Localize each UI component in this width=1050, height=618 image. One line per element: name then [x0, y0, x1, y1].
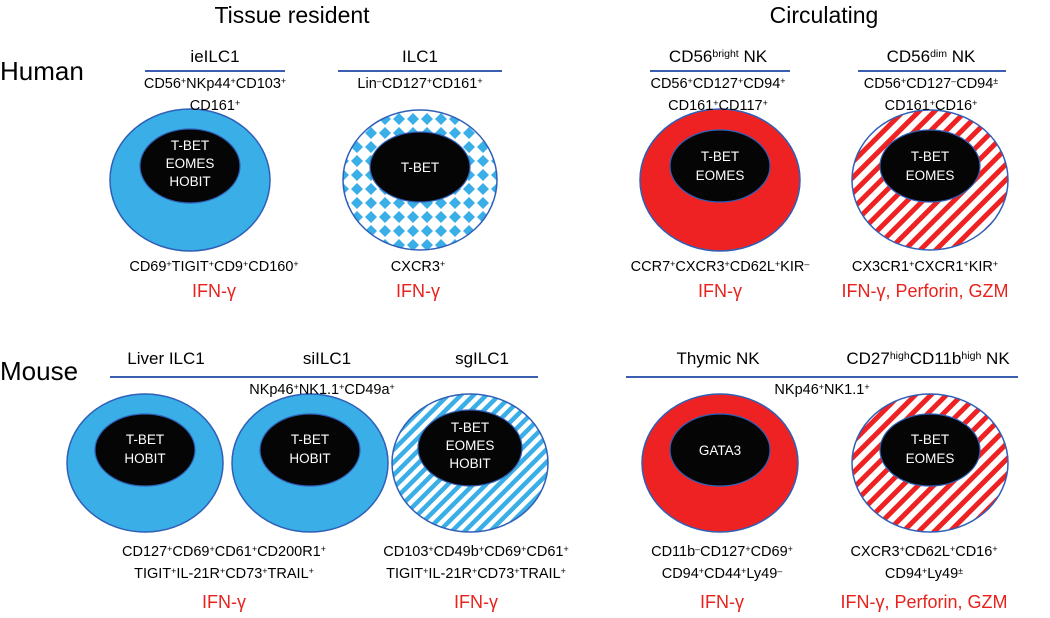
- liver-ilc1-nucleus: [94, 413, 196, 487]
- ilc1-rule: [338, 70, 502, 72]
- cd27-cd11b-nk-markers-line-2: CD94+Ly49±: [884, 565, 964, 582]
- ilc1-nucleus: [369, 131, 471, 203]
- cd56-dim-rule: [858, 70, 1006, 72]
- cd56-bright-nucleus: [669, 129, 771, 203]
- liver-ilc1-tf-2: HOBIT: [124, 451, 165, 466]
- cd27-cd11b-nk-nucleus: [879, 413, 981, 487]
- cd56-bright-tf-2: EOMES: [696, 168, 745, 183]
- cd56-bright-effector: IFN-γ: [698, 281, 742, 301]
- cd56-bright-surface-markers: CD56+CD127+CD94+: [650, 75, 786, 92]
- sgilc1-tf-3: HOBIT: [449, 456, 490, 471]
- siilc1-tf-2: HOBIT: [289, 451, 330, 466]
- sgilc1-effector: IFN-γ: [454, 592, 498, 612]
- cd27-cd11b-nk-effector: IFN-γ, Perforin, GZM: [840, 592, 1008, 612]
- tissue-resident-header: Tissue resident: [214, 2, 370, 28]
- cd56-bright-rule: [650, 70, 790, 72]
- liver-si-markers-line-2: TIGIT+IL-21R+CD73+TRAIL+: [134, 565, 314, 582]
- ilc1-tf-1: T-BET: [401, 160, 439, 175]
- mouse-nk-rule: [626, 376, 1018, 378]
- cd56-dim-title: CD56dim NK: [886, 47, 976, 66]
- ieilc1-title: ieILC1: [190, 47, 240, 66]
- sgilc1-title: sgILC1: [455, 349, 509, 368]
- sgilc1-markers-line-1: CD103+CD49b+CD69+CD61+: [383, 543, 569, 560]
- cd56-dim-tf-1: T-BET: [911, 149, 949, 164]
- ieilc1-rule: [145, 70, 285, 72]
- ilc1-title: ILC1: [402, 47, 438, 66]
- ieilc1-effector: IFN-γ: [192, 281, 236, 301]
- cd27-cd11b-nk-tf-2: EOMES: [906, 451, 955, 466]
- thymic-nk-markers-line-2: CD94+CD44+Ly49–: [661, 565, 783, 582]
- cd27-cd11b-nk-title: CD27highCD11bhigh NK: [846, 349, 1010, 368]
- thymic-nk-markers-line-1: CD11b–CD127+CD69+: [651, 543, 793, 560]
- cd56-dim-surface-markers: CD56+CD127–CD94±: [863, 75, 999, 92]
- cd56-bright-title: CD56bright NK: [668, 47, 768, 66]
- cd56-bright-tf-1: T-BET: [701, 149, 739, 164]
- ieilc1-surface-markers-2: CD161+: [189, 97, 241, 114]
- sgilc1-markers-line-2: TIGIT+IL-21R+CD73+TRAIL+: [386, 565, 566, 582]
- cd56-dim-effector: IFN-γ, Perforin, GZM: [841, 281, 1009, 301]
- thymic-nk-title: Thymic NK: [676, 349, 760, 368]
- ieilc1-surface-markers: CD56+NKp44+CD103+: [143, 75, 287, 92]
- sgilc1-nucleus: [417, 409, 523, 487]
- ieilc1-tf-1: T-BET: [171, 138, 209, 153]
- sgilc1-tf-1: T-BET: [451, 420, 489, 435]
- mouse-ilc1-rule: [110, 376, 538, 378]
- circulating-header: Circulating: [769, 2, 879, 28]
- cd56-bright-surface-markers-2: CD161+CD117+: [668, 97, 768, 114]
- ilc1-secondary-markers: CXCR3+: [390, 258, 446, 275]
- cd27-cd11b-nk-tf-1: T-BET: [911, 432, 949, 447]
- thymic-nk-effector: IFN-γ: [700, 592, 744, 612]
- ilc1-surface-markers: Lin–CD127+CD161+: [357, 75, 483, 92]
- cd56-dim-secondary-markers: CX3CR1+CXCR1+KIR+: [851, 258, 999, 275]
- ilc1-effector: IFN-γ: [396, 281, 440, 301]
- ieilc1-tf-3: HOBIT: [169, 174, 210, 189]
- cd56-dim-tf-2: EOMES: [906, 168, 955, 183]
- mouse-nk-shared-markers: NKp46+NK1.1+: [774, 381, 870, 398]
- sgilc1-tf-2: EOMES: [446, 438, 495, 453]
- liver-ilc1-title: Liver ILC1: [127, 349, 205, 368]
- ieilc1-tf-2: EOMES: [166, 156, 215, 171]
- mouse-ilc1-shared-markers: NKp46+NK1.1+CD49a+: [249, 381, 395, 398]
- thymic-nk-nucleus: [669, 413, 771, 487]
- liver-si-effector: IFN-γ: [202, 592, 246, 612]
- mouse-label: Mouse: [0, 356, 79, 386]
- cd56-dim-surface-markers-2: CD161+CD16+: [884, 97, 978, 114]
- thymic-nk-tf-1: GATA3: [699, 443, 741, 458]
- liver-si-markers-line-1: CD127+CD69+CD61+CD200R1+: [122, 543, 326, 560]
- cd56-dim-nucleus: [879, 129, 981, 203]
- ieilc1-nucleus: [139, 128, 241, 204]
- cd56-bright-secondary-markers: CCR7+CXCR3+CD62L+KIR–: [630, 258, 810, 275]
- cd27-cd11b-nk-markers-line-1: CXCR3+CD62L+CD16+: [850, 543, 998, 560]
- siilc1-nucleus: [259, 413, 361, 487]
- siilc1-title: siILC1: [302, 349, 352, 368]
- siilc1-tf-1: T-BET: [291, 432, 329, 447]
- ieilc1-secondary-markers: CD69+TIGIT+CD9+CD160+: [129, 258, 299, 275]
- liver-ilc1-tf-1: T-BET: [126, 432, 164, 447]
- human-label: Human: [0, 56, 84, 86]
